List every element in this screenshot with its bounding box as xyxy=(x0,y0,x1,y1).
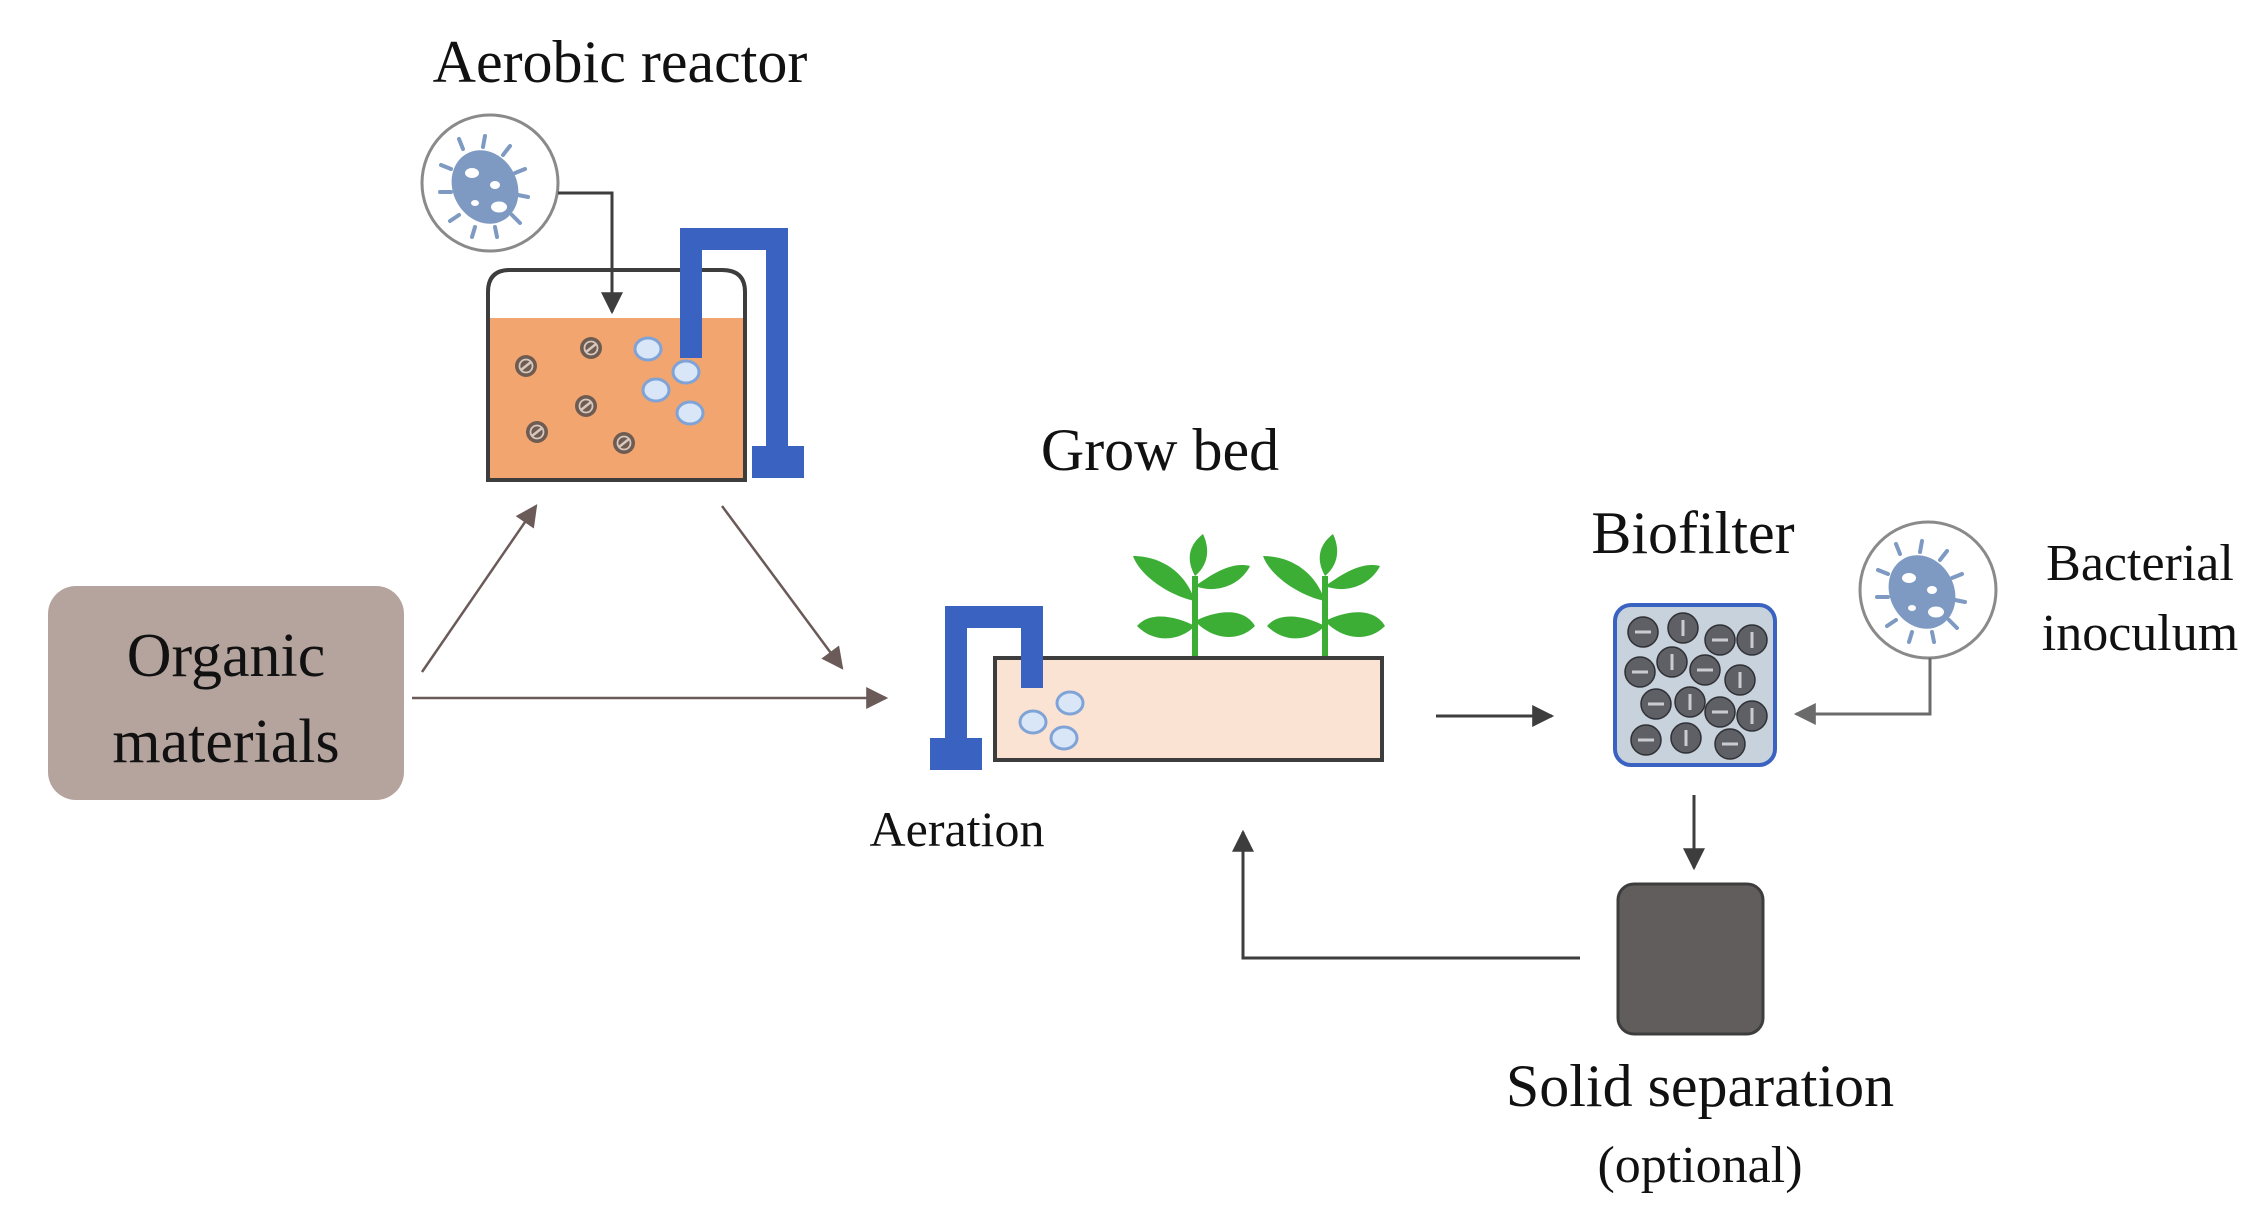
organic-materials-label-line1: Organic xyxy=(127,622,326,690)
organic-materials-box: Organic materials xyxy=(48,586,404,800)
grow-bed-title: Grow bed xyxy=(1041,417,1279,483)
organic-to-reactor-arrow xyxy=(420,504,538,673)
bacterial-inoculum-label-line2: inoculum xyxy=(2042,605,2238,662)
aerobic-reactor-title: Aerobic reactor xyxy=(433,29,808,95)
reactor-aeration-pipe xyxy=(680,228,804,478)
bacterial-inoculum-label-line1: Bacterial xyxy=(2046,535,2234,592)
biofilter-title: Biofilter xyxy=(1591,500,1794,566)
solid-separation-label: Solid separation xyxy=(1506,1053,1894,1119)
solid-separation-unit xyxy=(1616,882,1765,1036)
inoculum-to-biofilter-arrow xyxy=(1793,658,1932,725)
grow-bed-plants xyxy=(1133,534,1385,656)
grow-bed-aeration-pipe xyxy=(930,606,1043,770)
grow-bed-tank xyxy=(993,656,1384,762)
aerobic-reactor-tank xyxy=(486,268,747,482)
organic-materials-label-line2: materials xyxy=(112,708,339,776)
inoculum-to-reactor-arrow xyxy=(558,191,623,315)
aeration-label: Aeration xyxy=(870,801,1045,857)
reactor-bacteria-icon xyxy=(420,113,560,253)
bacterial-inoculum-icon xyxy=(1858,520,1998,660)
solid-separation-note: (optional) xyxy=(1597,1137,1802,1194)
separation-to-growbed-return-arrow xyxy=(1232,829,1580,960)
reactor-to-growbed-arrow xyxy=(720,505,844,670)
biofilter-unit xyxy=(1613,603,1777,767)
